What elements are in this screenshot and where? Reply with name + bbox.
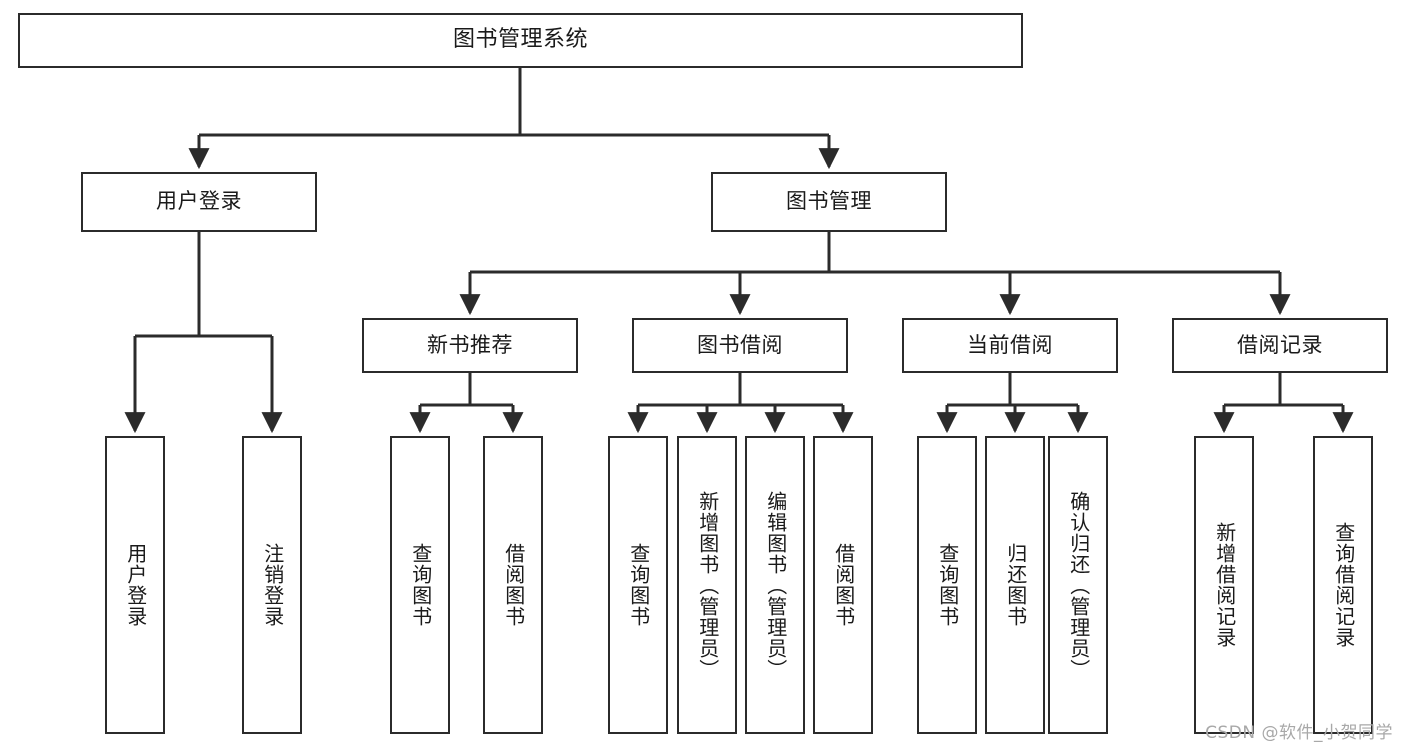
node-borrow-record-label: 借阅记录 — [1237, 332, 1323, 357]
node-user-login-label: 用户登录 — [156, 189, 242, 214]
node-leaf-query-record[interactable]: 查询借阅记录 — [1313, 436, 1373, 734]
node-leaf-query-book-borrow-label: 查询图书 — [626, 543, 651, 627]
csdn-watermark: CSDN @软件_小贺同学 — [1205, 723, 1393, 743]
node-new-book-rec[interactable]: 新书推荐 — [362, 318, 578, 373]
node-book-manage-label: 图书管理 — [786, 189, 872, 214]
node-leaf-logout-label: 注销登录 — [260, 543, 285, 627]
node-leaf-query-book-cur[interactable]: 查询图书 — [917, 436, 977, 734]
node-leaf-query-book-borrow[interactable]: 查询图书 — [608, 436, 668, 734]
node-leaf-borrow-book-label: 借阅图书 — [831, 543, 856, 627]
node-leaf-borrow-book-rec-label: 借阅图书 — [501, 543, 526, 627]
node-leaf-query-book-rec[interactable]: 查询图书 — [390, 436, 450, 734]
node-leaf-add-book-label: 新增图书（管理员） — [695, 490, 720, 680]
node-leaf-user-login-label: 用户登录 — [123, 543, 148, 627]
node-leaf-add-record-label: 新增借阅记录 — [1212, 522, 1237, 648]
node-new-book-rec-label: 新书推荐 — [427, 332, 513, 357]
node-leaf-logout[interactable]: 注销登录 — [242, 436, 302, 734]
node-leaf-query-record-label: 查询借阅记录 — [1331, 522, 1356, 648]
node-leaf-borrow-book-rec[interactable]: 借阅图书 — [483, 436, 543, 734]
node-borrow-record[interactable]: 借阅记录 — [1172, 318, 1388, 373]
node-leaf-add-record[interactable]: 新增借阅记录 — [1194, 436, 1254, 734]
node-user-login[interactable]: 用户登录 — [81, 172, 317, 232]
node-current-borrow-label: 当前借阅 — [967, 332, 1053, 357]
node-root[interactable]: 图书管理系统 — [18, 13, 1023, 68]
node-root-label: 图书管理系统 — [452, 27, 588, 53]
node-leaf-borrow-book[interactable]: 借阅图书 — [813, 436, 873, 734]
node-leaf-add-book[interactable]: 新增图书（管理员） — [677, 436, 737, 734]
node-leaf-edit-book[interactable]: 编辑图书（管理员） — [745, 436, 805, 734]
node-leaf-query-book-cur-label: 查询图书 — [935, 543, 960, 627]
node-leaf-user-login[interactable]: 用户登录 — [105, 436, 165, 734]
node-leaf-confirm-return-label: 确认归还（管理员） — [1066, 490, 1091, 680]
node-leaf-confirm-return[interactable]: 确认归还（管理员） — [1048, 436, 1108, 734]
node-book-manage[interactable]: 图书管理 — [711, 172, 947, 232]
node-book-borrow[interactable]: 图书借阅 — [632, 318, 848, 373]
node-leaf-return-book[interactable]: 归还图书 — [985, 436, 1045, 734]
node-leaf-edit-book-label: 编辑图书（管理员） — [763, 490, 788, 680]
node-book-borrow-label: 图书借阅 — [697, 332, 783, 357]
node-current-borrow[interactable]: 当前借阅 — [902, 318, 1118, 373]
node-leaf-return-book-label: 归还图书 — [1003, 543, 1028, 627]
node-leaf-query-book-rec-label: 查询图书 — [408, 543, 433, 627]
